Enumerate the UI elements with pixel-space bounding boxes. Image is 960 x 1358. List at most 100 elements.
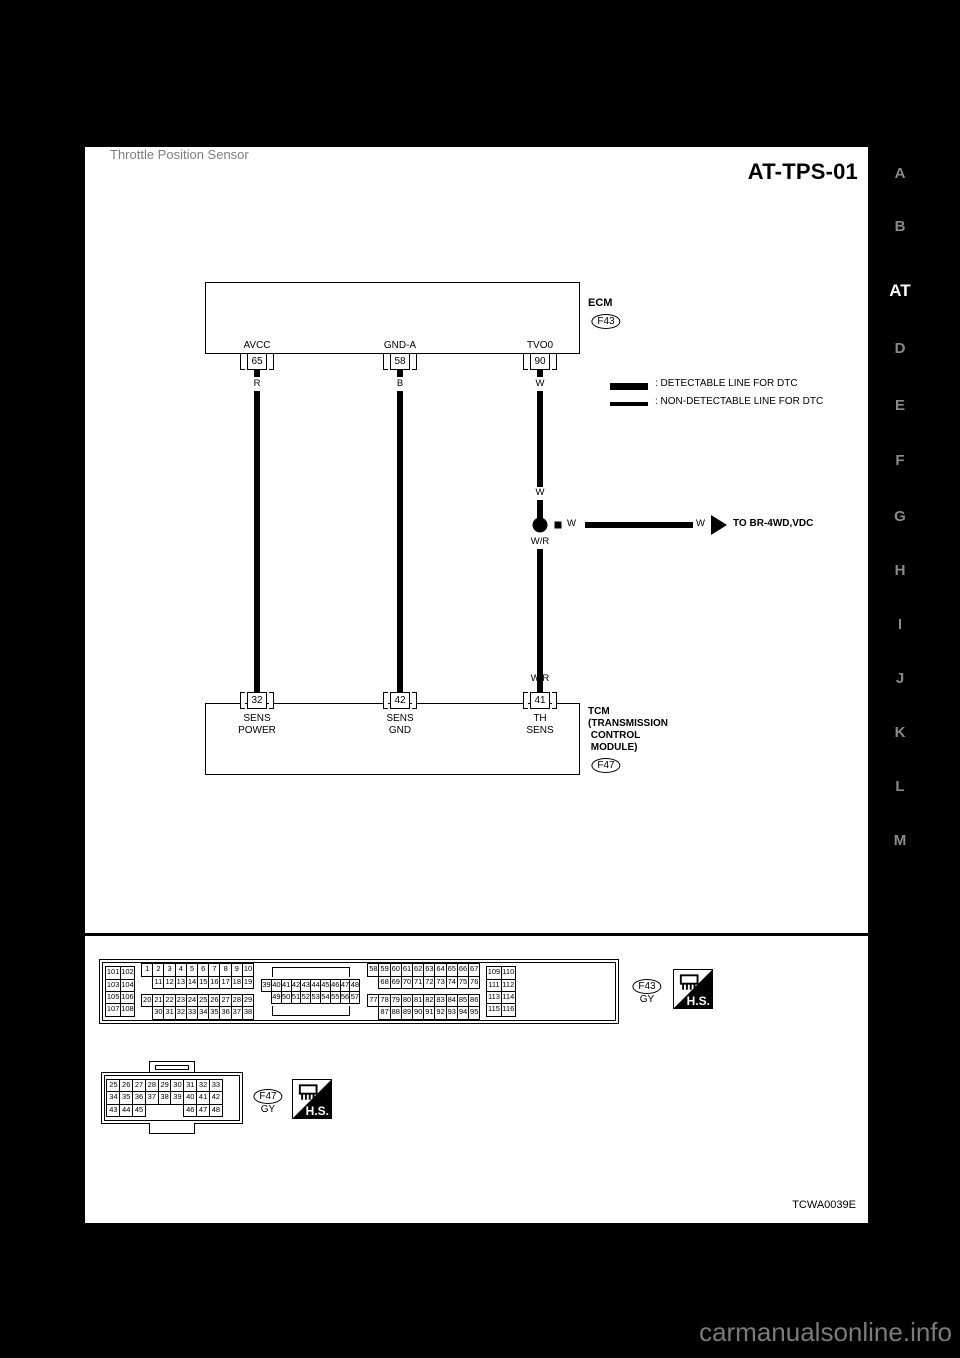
f47-pin-45: 45 xyxy=(132,1103,147,1118)
f43-left-pin-108: 108 xyxy=(119,1003,136,1017)
junction-branch-label-far: W xyxy=(696,518,705,529)
f47-pin-46: 46 xyxy=(183,1103,198,1118)
tcm-pin-signal-th-sens-l1: TH xyxy=(533,713,547,724)
ecm-wire-color-avcc: R xyxy=(253,378,261,389)
index-letter-j: J xyxy=(895,670,905,687)
f43-left-pin-107: 107 xyxy=(105,1003,121,1017)
junction-branch-stub xyxy=(554,521,562,529)
ecm-pin-number-90: 90 xyxy=(530,353,550,370)
f43-d-pin-67: 67 xyxy=(468,963,481,977)
tcm-pin-terminal-32: 32 xyxy=(240,685,274,709)
f47-pin-38: 38 xyxy=(157,1091,172,1105)
tcm-pin-signal-sens-power-l2: POWER xyxy=(238,725,276,736)
tcm-module-box xyxy=(205,703,580,775)
index-letter-k: K xyxy=(894,724,906,741)
ecm-connector-id: F43 xyxy=(591,314,621,329)
f43-connector-id-badge: F43 xyxy=(632,979,662,994)
legend-text-detectable: : DETECTABLE LINE FOR DTC xyxy=(655,378,798,389)
tcm-pin-number-41: 41 xyxy=(530,692,550,709)
index-letter-a: A xyxy=(894,165,906,182)
f43-b-pin-38: 38 xyxy=(241,1006,255,1020)
tcm-pin-terminal-41: 41 xyxy=(523,685,557,709)
page-code: AT-TPS-01 xyxy=(747,159,858,184)
f47-pin-42: 42 xyxy=(208,1091,223,1105)
legend-swatch-nondetectable xyxy=(610,402,648,406)
wire-avcc-to-sens-power xyxy=(254,391,260,685)
wire-label-w-mid: W xyxy=(535,487,545,498)
wire-gnda-to-sens-gnd xyxy=(397,391,403,685)
index-letter-i: I xyxy=(897,616,903,633)
f47-connector-color: GY xyxy=(260,1104,276,1115)
index-letter-g: G xyxy=(894,508,906,525)
tcm-wire-color-sens-gnd: B xyxy=(396,673,404,684)
tcm-pin-signal-sens-gnd-l1: SENS xyxy=(386,713,414,724)
legend-text-nondetectable: : NON-DETECTABLE LINE FOR DTC xyxy=(655,396,824,407)
ecm-wire-color-tvo0: W xyxy=(535,378,545,389)
tcm-pin-number-42: 42 xyxy=(390,692,410,709)
f43-e-pin-90: 90 xyxy=(412,1006,425,1020)
ecm-pin-terminal-65: 65 xyxy=(240,353,274,377)
ecm-label: ECM xyxy=(588,297,613,309)
tcm-label-line-2: (TRANSMISSION xyxy=(588,718,668,729)
tcm-wire-color-th-sens: W/R xyxy=(530,673,550,684)
f47-top-tab-inner xyxy=(155,1065,189,1070)
f43-hs-icon: H.S. xyxy=(673,969,713,1009)
tcm-wire-color-sens-power: R xyxy=(253,673,261,684)
branch-destination-label: TO BR-4WD,VDC xyxy=(733,518,814,529)
tcm-pin-signal-sens-gnd-l2: GND xyxy=(388,725,412,736)
f43-a-pin-15: 15 xyxy=(197,975,210,990)
tcm-pin-signal-th-sens-l2: SENS xyxy=(526,725,554,736)
f43-c-pin-57: 57 xyxy=(349,990,361,1005)
f47-hs-icon: H.S. xyxy=(292,1079,332,1119)
tcm-label-line-4: MODULE) xyxy=(588,742,638,753)
index-letter-d: D xyxy=(894,340,906,357)
legend-swatch-detectable xyxy=(610,383,648,390)
figure-id: TCWA0039E xyxy=(792,1199,856,1211)
site-watermark: carmanualsonline.info xyxy=(699,1317,952,1347)
f47-connector-id-badge: F47 xyxy=(253,1089,283,1104)
wire-junction-to-th-sens xyxy=(537,549,543,685)
ecm-pin-signal-tvo0: TVO0 xyxy=(526,340,554,351)
tcm-pin-signal-sens-power-l1: SENS xyxy=(243,713,271,724)
section-divider xyxy=(85,933,868,936)
f43-d-pin-76: 76 xyxy=(468,975,481,990)
f43-left-pin-104: 104 xyxy=(119,978,136,993)
manual-page-sheet: Throttle Position Sensor AT-TPS-01 ECM F… xyxy=(85,147,868,1223)
f47-pin-48: 48 xyxy=(208,1103,223,1118)
tcm-label-line-1: TCM xyxy=(588,706,610,717)
f43-right-pin-116: 116 xyxy=(500,1003,517,1017)
page-top-text-fragment: Throttle Position Sensor xyxy=(110,147,249,162)
index-letter-e: E xyxy=(894,397,905,414)
wire-branch-to-br4wd xyxy=(585,522,693,528)
junction-branch-label-near: W xyxy=(567,518,576,529)
ecm-pin-terminal-58: 58 xyxy=(383,353,417,377)
f43-a-pin-14: 14 xyxy=(185,975,199,990)
ecm-wire-color-gnda: B xyxy=(396,378,404,389)
ecm-pin-number-65: 65 xyxy=(247,353,267,370)
tcm-pin-terminal-42: 42 xyxy=(383,685,417,709)
f43-a-pin-19: 19 xyxy=(241,975,255,990)
tcm-connector-id: F47 xyxy=(591,758,621,773)
branch-arrow-icon xyxy=(711,515,727,535)
f43-right-pin-115: 115 xyxy=(486,1003,502,1017)
index-letter-h: H xyxy=(894,562,906,579)
f43-connector-color: GY xyxy=(639,994,655,1005)
wire-tvo0-to-junction xyxy=(537,500,543,525)
f43-bracket-bottom xyxy=(271,1005,350,1016)
ecm-pin-terminal-90: 90 xyxy=(523,353,557,377)
index-letter-at: AT xyxy=(889,281,911,300)
tcm-label-line-3: CONTROL xyxy=(588,730,641,741)
tcm-pin-number-32: 32 xyxy=(247,692,267,709)
ecm-module-box xyxy=(205,282,580,354)
f43-e-pin-87: 87 xyxy=(378,1006,391,1020)
index-letter-l: L xyxy=(895,778,905,795)
ecm-pin-signal-avcc: AVCC xyxy=(243,340,271,351)
